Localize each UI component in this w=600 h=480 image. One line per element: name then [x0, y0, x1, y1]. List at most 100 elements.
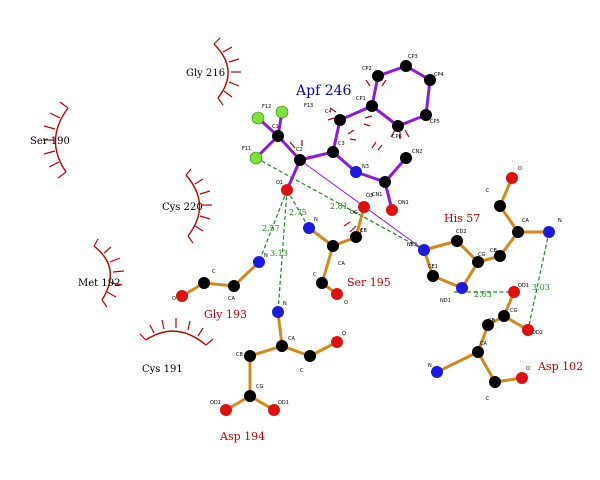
hbond-n-od2-asp102 — [527, 231, 550, 331]
svg-text:CA: CA — [522, 218, 529, 224]
atom-cp5 — [420, 109, 432, 121]
hydrophobic-label-ser190: Ser 190 — [30, 136, 70, 147]
atom-asp194-od2 — [268, 404, 280, 416]
hbond-distance-3: 2.75 — [289, 208, 307, 217]
svg-text:C: C — [486, 396, 490, 402]
hbond-distance-6: 3.03 — [532, 283, 550, 292]
svg-text:C1: C1 — [272, 124, 279, 130]
svg-text:C: C — [300, 368, 304, 374]
hydrophobic-arc-cys220 — [185, 168, 212, 244]
residue-label-asp194: Asp 194 — [219, 430, 265, 443]
svg-text:CP2: CP2 — [362, 66, 372, 72]
atom-asp102-o — [516, 372, 528, 384]
svg-text:CB: CB — [490, 248, 497, 254]
hydrophobic-label-cys191: Cys 191 — [142, 364, 183, 375]
hydrophobic-label-gly216: Gly 216 — [186, 68, 225, 79]
hydrogen-bonds — [255, 157, 550, 331]
atom-asp194-ca — [276, 340, 288, 352]
svg-text:CG: CG — [510, 308, 517, 314]
atom-asp102-od2 — [522, 324, 534, 336]
residue-label-ser195: Ser 195 — [347, 276, 391, 289]
hbond-distance-2: 3.13 — [270, 249, 288, 258]
atom-ser195-c — [316, 277, 328, 289]
svg-text:OD2: OD2 — [532, 330, 543, 336]
atom-his57-c — [494, 200, 506, 212]
atom-c3 — [327, 146, 339, 158]
atom-cp2 — [372, 70, 384, 82]
svg-text:CG: CG — [478, 252, 485, 258]
hbond-f11-ne2-his57 — [255, 157, 425, 251]
hbond-distances: 2.57 3.13 2.75 2.81 2.63 3.03 — [262, 202, 550, 299]
atom-his57-o — [506, 172, 518, 184]
atom-his57-cd2 — [451, 235, 463, 247]
hydrophobic-arc-cys191 — [139, 318, 214, 346]
atom-asp102-c — [489, 376, 501, 388]
atom-asp102-od1 — [508, 286, 520, 298]
hbond-o1-n-ser195 — [286, 189, 310, 229]
hbond-o1-n-asp194 — [277, 189, 288, 313]
atom-his57-cb — [494, 250, 506, 262]
atom-his57-ce1 — [427, 270, 439, 282]
svg-text:C: C — [486, 188, 490, 194]
svg-text:O: O — [526, 366, 530, 372]
svg-text:CB: CB — [236, 352, 243, 358]
hydrophobic-label-cys220: Cys 220 — [162, 202, 203, 213]
svg-text:CN1: CN1 — [372, 192, 382, 198]
atom-cp6 — [392, 120, 404, 132]
svg-text:F11: F11 — [242, 146, 251, 152]
hydrophobic-arc-ser190 — [43, 101, 69, 179]
atom-ser195-og — [358, 201, 370, 213]
residue-label-his57: His 57 — [444, 212, 480, 225]
atoms — [176, 60, 555, 416]
svg-text:N: N — [428, 363, 432, 369]
svg-text:C4: C4 — [325, 109, 332, 115]
atom-cp1 — [366, 100, 378, 112]
atom-his57-n — [543, 226, 555, 238]
svg-text:O1: O1 — [276, 180, 283, 186]
svg-text:CN2: CN2 — [412, 149, 422, 155]
atom-asp194-cb — [244, 350, 256, 362]
hydrophobic-arc-met192 — [93, 238, 125, 308]
svg-text:C: C — [313, 272, 317, 278]
atom-f13 — [275, 105, 289, 119]
atom-gly193-o — [176, 290, 188, 302]
atom-asp102-n — [431, 366, 443, 378]
svg-text:CA: CA — [288, 336, 295, 342]
svg-text:O: O — [344, 300, 348, 306]
svg-text:C2: C2 — [296, 147, 303, 153]
svg-text:CA: CA — [228, 296, 235, 302]
svg-text:CP3: CP3 — [408, 54, 418, 60]
svg-text:ND1: ND1 — [440, 298, 451, 304]
svg-text:NE2: NE2 — [407, 242, 417, 248]
atom-his57-ne2 — [418, 244, 430, 256]
atom-his57-ca — [512, 226, 524, 238]
residue-labels: Apf 246 His 57 Ser 195 Gly 193 Asp 194 A… — [30, 68, 583, 443]
hbond-distance-1: 2.57 — [262, 224, 280, 233]
hydrophobic-label-met192: Met 192 — [78, 278, 120, 289]
ligand-label: Apf 246 — [295, 83, 352, 99]
atom-f11 — [249, 151, 263, 165]
atom-asp194-cg — [244, 390, 256, 402]
svg-text:CB: CB — [488, 318, 495, 324]
svg-text:C: C — [212, 269, 216, 275]
svg-text:CP1: CP1 — [356, 96, 366, 102]
atom-gly193-ca — [228, 280, 240, 292]
atom-f12 — [251, 111, 265, 125]
svg-text:F12: F12 — [262, 104, 271, 110]
atom-asp194-o — [331, 336, 343, 348]
atom-n3 — [350, 166, 362, 178]
atom-his57-cg — [472, 256, 484, 268]
svg-text:CB: CB — [360, 228, 367, 234]
svg-text:N3: N3 — [362, 164, 369, 170]
atom-asp102-cg — [498, 310, 510, 322]
atom-c2 — [294, 154, 306, 166]
atom-gly193-c — [198, 277, 210, 289]
residue-label-asp102: Asp 102 — [537, 360, 583, 373]
atom-o1 — [281, 184, 293, 196]
atom-ser195-ca — [327, 240, 339, 252]
atom-cn2 — [400, 152, 412, 164]
svg-text:N: N — [558, 218, 562, 224]
svg-text:OD1: OD1 — [278, 400, 289, 406]
residue-label-gly193: Gly 193 — [204, 308, 247, 321]
